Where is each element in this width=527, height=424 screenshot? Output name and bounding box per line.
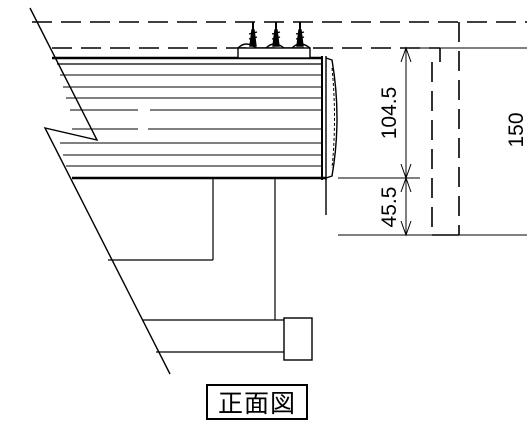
screw-icon <box>295 22 305 47</box>
dimension-lower: 45.5 <box>378 187 401 228</box>
screw-icons <box>248 22 305 47</box>
ceiling-dashed-lines <box>32 21 527 62</box>
cord-weight <box>283 317 313 361</box>
dimension-lines <box>338 46 527 237</box>
roller-box-gap <box>70 109 138 130</box>
screw-icon <box>248 22 258 47</box>
ceiling-pocket-dashed <box>431 22 460 235</box>
dimension-total: 150 <box>505 112 527 147</box>
cords <box>108 178 284 353</box>
dimension-upper: 104.5 <box>378 87 401 140</box>
screw-icon <box>271 22 281 47</box>
break-lines <box>29 7 171 375</box>
end-cap <box>325 57 338 215</box>
view-title: 正面図 <box>206 384 308 420</box>
roller-box <box>52 56 327 180</box>
